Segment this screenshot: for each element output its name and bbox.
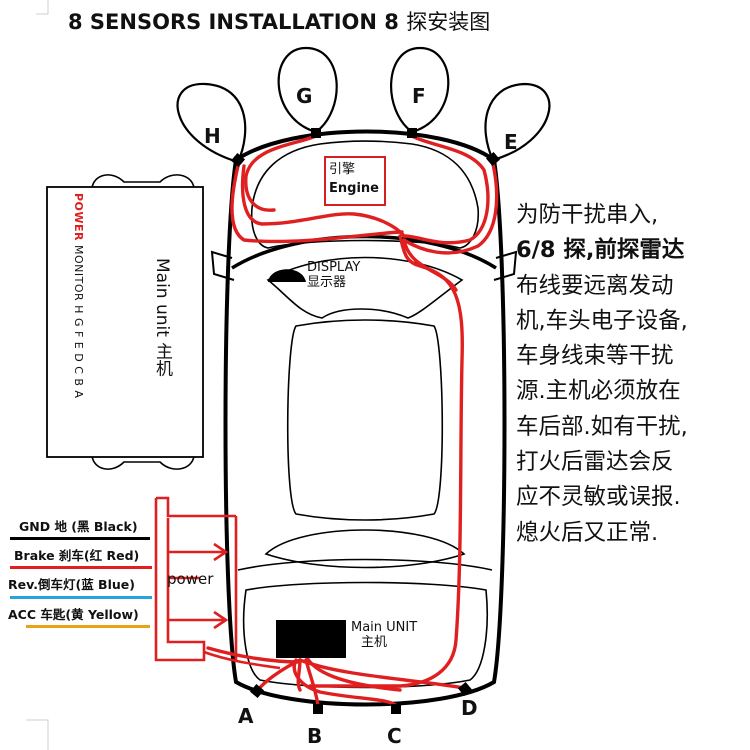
- panel-main-unit-en: Main unit: [152, 258, 172, 337]
- display-label-cn: 显示器: [307, 275, 347, 290]
- note-line: 打火后雷达会反: [516, 449, 674, 476]
- note-line: 应不灵敏或误报.: [516, 484, 681, 511]
- sensor-label-b: B: [307, 724, 323, 748]
- note-line: 车身线束等干扰: [516, 343, 674, 370]
- sensor-label-a: A: [238, 704, 254, 728]
- wire-label-rev: Rev.倒车灯(蓝 Blue): [8, 577, 135, 592]
- sensor-label-d: D: [461, 696, 478, 720]
- sensor-lobes: [176, 46, 551, 164]
- panel-power-label: POWER: [72, 193, 85, 242]
- note-line: 机,车头电子设备,: [516, 307, 688, 334]
- title-chinese: 探安装图: [406, 10, 491, 34]
- main-unit-car-label: Main UNIT 主机: [351, 620, 417, 650]
- sensor-label-f: F: [412, 84, 426, 108]
- wire-label-acc: ACC 车匙(黄 Yellow): [8, 607, 139, 622]
- sensor-wiring: [206, 134, 499, 710]
- power-harness: [154, 496, 281, 670]
- panel-port-labels: POWER MONITOR H G F E D C B A: [71, 193, 85, 398]
- sensor-label-h: H: [204, 124, 221, 148]
- engine-label-cn: 引擎: [329, 162, 356, 177]
- note-line: 为防干扰串入,: [516, 202, 659, 228]
- main-unit-car-label-cn: 主机: [361, 635, 388, 650]
- note-line: 源.主机必须放在: [516, 378, 681, 405]
- sensor-label-g: G: [296, 84, 313, 108]
- sensor-label-e: E: [504, 130, 518, 154]
- display-label-en: DISPLAY: [307, 260, 361, 275]
- sensor-mounts: [230, 128, 501, 714]
- wire-label-brake: Brake 刹车(红 Red): [14, 548, 140, 563]
- engine-box: 引擎 Engine: [324, 156, 386, 206]
- note-line: 车后部.如有干扰,: [516, 413, 688, 440]
- wire-label-gnd: GND 地 (黑 Black): [19, 519, 138, 534]
- main-unit-car-label-en: Main UNIT: [351, 620, 418, 635]
- wire-line-gnd: [10, 537, 150, 540]
- panel-ports-label: MONITOR H G F E D C B A: [72, 245, 85, 399]
- wire-line-brake: [10, 566, 152, 569]
- note-line: 6/8 探,前探雷达: [516, 237, 685, 264]
- main-unit-panel-shape: [46, 174, 204, 470]
- panel-main-unit-label: Main unit 主机: [152, 258, 172, 376]
- power-label: power: [167, 570, 214, 588]
- wire-line-rev: [10, 596, 152, 599]
- main-unit-block: [276, 620, 346, 658]
- panel-main-unit-cn: 主机: [152, 342, 172, 377]
- diagram-title: 8 SENSORS INSTALLATION 8 探安装图: [68, 6, 490, 36]
- note-line: 熄火后又正常.: [516, 519, 659, 546]
- note-line: 布线要远离发动: [516, 272, 674, 299]
- engine-label-en: Engine: [329, 181, 379, 196]
- interference-note: 为防干扰串入, 6/8 探,前探雷达 布线要远离发动 机,车头电子设备, 车身线…: [516, 198, 748, 551]
- wire-line-acc: [26, 625, 150, 628]
- display-label: DISPLAY 显示器: [307, 260, 360, 290]
- sensor-label-c: C: [387, 724, 402, 748]
- title-english: 8 SENSORS INSTALLATION 8: [68, 10, 399, 34]
